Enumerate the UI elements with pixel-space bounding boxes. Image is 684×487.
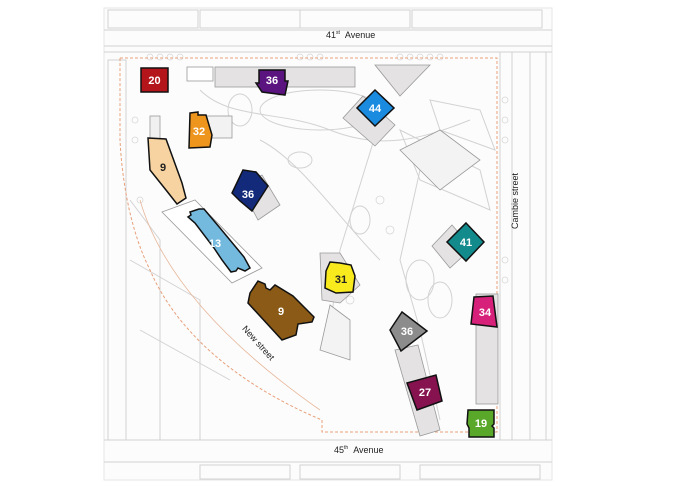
svg-text:9: 9 (160, 162, 166, 174)
building-27[interactable]: 27 (406, 374, 443, 411)
svg-text:34: 34 (479, 307, 492, 319)
street-label-45th-avenue: 45th Avenue (334, 445, 384, 455)
street-label-cambie-street: Cambie street (510, 172, 520, 230)
svg-text:19: 19 (475, 418, 487, 430)
building-34[interactable]: 34 (470, 295, 498, 328)
building-41[interactable]: 41 (445, 221, 486, 263)
svg-text:27: 27 (419, 387, 431, 399)
svg-text:20: 20 (148, 75, 160, 87)
building-44[interactable]: 44 (355, 88, 396, 128)
svg-text:36: 36 (266, 75, 278, 87)
svg-text:41: 41 (460, 237, 472, 249)
svg-text:32: 32 (193, 126, 205, 138)
building-36-navy[interactable]: 36 (231, 169, 269, 213)
building-32[interactable]: 32 (188, 111, 213, 149)
building-9-brown[interactable]: 9 (247, 280, 315, 341)
svg-text:36: 36 (242, 189, 254, 201)
site-boundary (119, 57, 498, 433)
building-20[interactable]: 20 (140, 67, 169, 93)
building-9-west[interactable]: 9 (147, 137, 187, 206)
building-13[interactable]: 13 (186, 208, 252, 273)
building-36-gray[interactable]: 36 (389, 310, 429, 353)
building-31[interactable]: 31 (324, 261, 356, 294)
tree-canopy (131, 53, 509, 305)
building-19[interactable]: 19 (466, 409, 495, 438)
svg-text:36: 36 (401, 326, 413, 338)
building-36-north[interactable]: 36 (254, 69, 289, 96)
svg-text:31: 31 (335, 274, 347, 286)
svg-text:9: 9 (278, 306, 284, 318)
svg-text:13: 13 (209, 238, 221, 250)
street-label-41st-avenue: 41st Avenue (326, 30, 376, 40)
svg-text:44: 44 (369, 103, 382, 115)
